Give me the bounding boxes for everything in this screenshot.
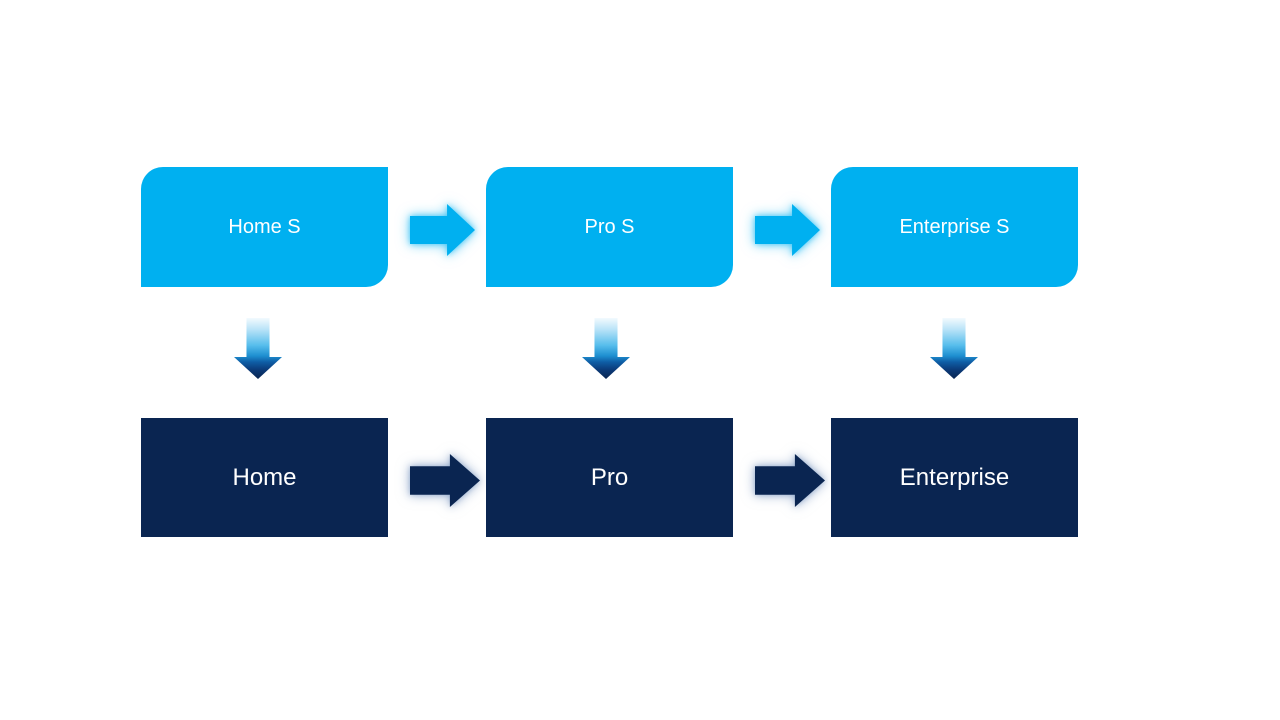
top-box-pro-s-label: Pro S xyxy=(584,215,635,238)
arrow-down-shape xyxy=(582,318,630,379)
arrow-right-shape xyxy=(410,454,480,507)
arrow-right-top-1-icon xyxy=(410,204,475,256)
top-box-enterprise-s: Enterprise S xyxy=(831,167,1078,287)
arrow-right-shape xyxy=(755,454,825,507)
arrow-right-top-2-icon xyxy=(755,204,820,256)
bottom-box-home-label: Home xyxy=(232,463,297,491)
arrow-down-shape xyxy=(234,318,282,379)
arrow-down-1-icon xyxy=(234,318,282,379)
arrow-down-shape xyxy=(930,318,978,379)
bottom-box-pro: Pro xyxy=(486,418,733,537)
bottom-box-home: Home xyxy=(141,418,388,537)
bottom-box-pro-label: Pro xyxy=(590,463,629,491)
arrow-down-2-icon xyxy=(582,318,630,379)
top-box-pro-s: Pro S xyxy=(486,167,733,287)
arrow-right-bottom-2-icon xyxy=(755,454,825,507)
arrow-down-3-icon xyxy=(930,318,978,379)
top-box-home-s: Home S xyxy=(141,167,388,287)
top-box-home-s-label: Home S xyxy=(228,215,301,238)
arrow-right-shape xyxy=(410,204,475,256)
top-box-enterprise-s-label: Enterprise S xyxy=(899,215,1010,238)
bottom-box-enterprise: Enterprise xyxy=(831,418,1078,537)
arrow-right-bottom-1-icon xyxy=(410,454,480,507)
arrow-right-shape xyxy=(755,204,820,256)
bottom-box-enterprise-label: Enterprise xyxy=(899,463,1010,491)
